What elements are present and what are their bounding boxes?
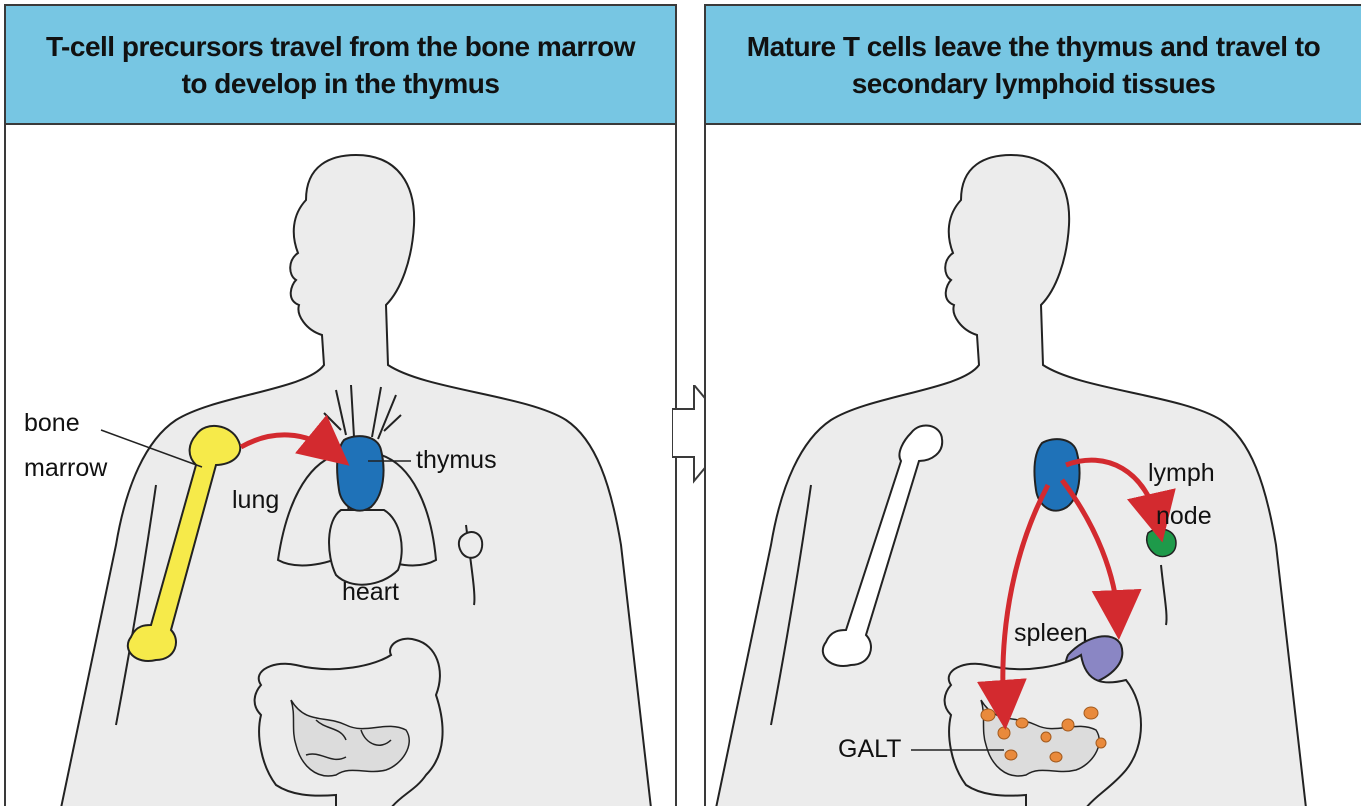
right-panel-header: Mature T cells leave the thymus and trav…: [706, 6, 1361, 125]
label-bone: bone: [24, 409, 80, 437]
left-panel-title: T-cell precursors travel from the bone m…: [46, 28, 635, 102]
label-lung: lung: [232, 486, 279, 514]
label-thymus: thymus: [416, 446, 497, 474]
left-panel-header: T-cell precursors travel from the bone m…: [6, 6, 675, 125]
label-galt: GALT: [838, 735, 901, 763]
right-body-illustration: [706, 125, 1361, 806]
right-panel: Mature T cells leave the thymus and trav…: [704, 4, 1361, 806]
left-title-line1: T-cell precursors travel from the bone m…: [46, 31, 635, 62]
right-panel-title: Mature T cells leave the thymus and trav…: [747, 28, 1320, 102]
label-heart: heart: [342, 578, 399, 606]
right-title-line2: secondary lymphoid tissues: [852, 68, 1216, 99]
left-panel: T-cell precursors travel from the bone m…: [4, 4, 677, 806]
label-spleen: spleen: [1014, 619, 1088, 647]
heart-shape: [329, 510, 402, 585]
thymus-shape: [337, 436, 383, 511]
label-marrow: marrow: [24, 454, 107, 482]
right-title-line1: Mature T cells leave the thymus and trav…: [747, 31, 1320, 62]
label-lymph: lymph: [1148, 459, 1215, 487]
left-title-line2: to develop in the thymus: [182, 68, 500, 99]
label-node: node: [1156, 502, 1212, 530]
